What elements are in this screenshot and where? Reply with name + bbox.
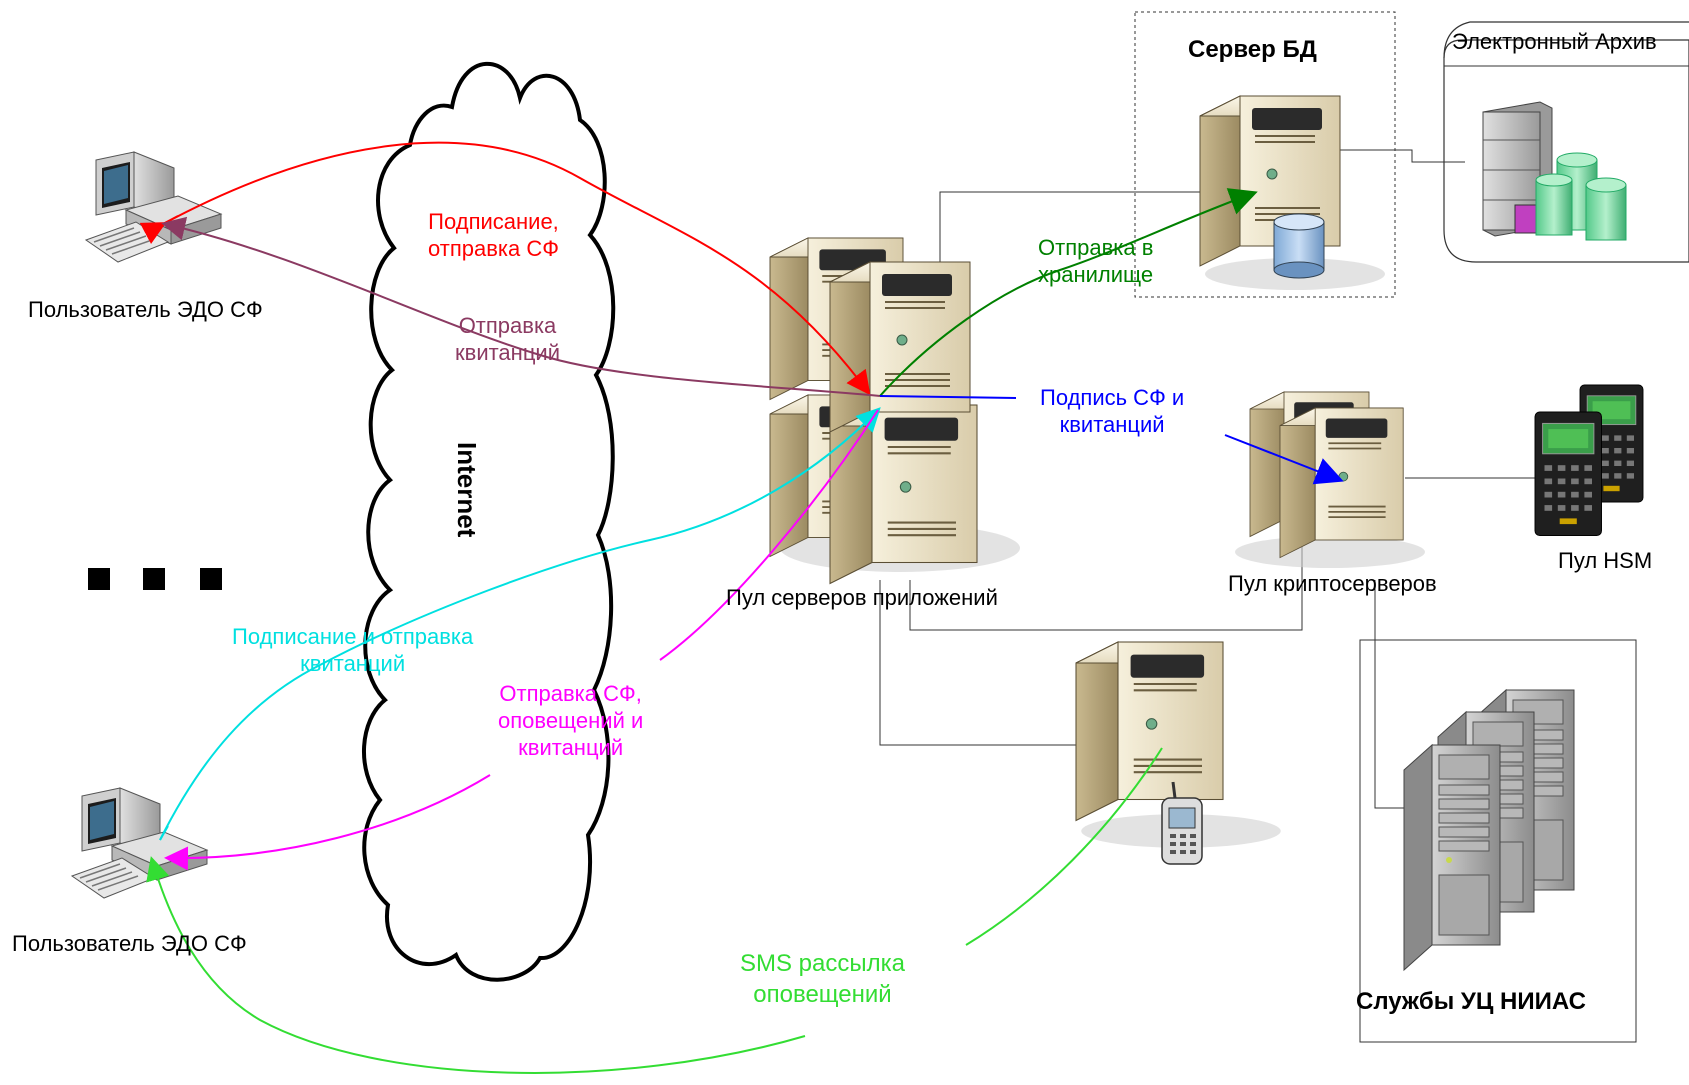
flow-storage xyxy=(879,188,1258,397)
flow-receipts-label: Отправка квитанций xyxy=(455,313,560,365)
ca-services-frame xyxy=(1359,639,1637,1043)
flow-send-notify-tail xyxy=(164,774,491,871)
link-app-sms xyxy=(879,580,1082,746)
flow-hsm-sign-arrow xyxy=(1224,434,1344,485)
flow-sms xyxy=(965,747,1163,946)
db-server-frame xyxy=(1134,11,1396,298)
flow-sms-tail xyxy=(146,856,806,1074)
desktop-computer-icon xyxy=(71,787,208,899)
flow-hsm-sign-label: Подпись СФ и квитанций xyxy=(1040,385,1185,437)
internet-label: Internet xyxy=(452,442,482,538)
link-db-archive xyxy=(1275,149,1465,163)
user-bottom-label: Пользователь ЭДО СФ xyxy=(12,931,247,956)
ellipsis-dot xyxy=(143,568,165,590)
archive-storage-icon xyxy=(1482,101,1627,241)
desktop-computer-icon xyxy=(85,151,222,263)
flow-sign-receipts-label: Подписание и отправка квитанций xyxy=(232,624,474,676)
archive-label: Электронный Архив xyxy=(1452,29,1657,54)
flow-storage-label: Отправка в хранилище xyxy=(1038,235,1154,287)
user-top-label: Пользователь ЭДО СФ xyxy=(28,297,263,322)
network-links xyxy=(879,149,1535,809)
db-server-label: Сервер БД xyxy=(1188,36,1317,63)
ca-services-label: Службы УЦ НИИАС xyxy=(1356,988,1586,1015)
server-icon xyxy=(1235,391,1425,568)
cloud-icon xyxy=(361,61,616,982)
archive-frame xyxy=(1443,39,1689,263)
link-app-crypto xyxy=(909,545,1303,631)
ellipsis-dot xyxy=(200,568,222,590)
flow-hsm-sign xyxy=(879,395,1017,399)
flow-receipts xyxy=(161,216,881,397)
rack-server-icon xyxy=(1403,689,1575,971)
archive-tab xyxy=(1443,21,1689,59)
hsm-device-icon xyxy=(1534,411,1602,536)
database-icon xyxy=(1273,213,1325,279)
flow-sign-send xyxy=(162,141,871,396)
server-icon xyxy=(769,237,1020,585)
flow-sign-send-label: Подписание, отправка СФ xyxy=(428,209,559,261)
flow-send-notify-label: Отправка СФ, оповещений и квитанций xyxy=(498,681,644,760)
crypto-pool-label: Пул криптосерверов xyxy=(1228,571,1437,596)
flow-sign-receipts-head xyxy=(159,825,169,841)
flow-sms-label: SMS рассылка оповещений xyxy=(740,950,905,1008)
flow-send-notify xyxy=(659,409,879,661)
hsm-pool-label: Пул HSM xyxy=(1558,548,1653,573)
flow-sign-receipts xyxy=(159,407,881,841)
app-pool-label: Пул серверов приложений xyxy=(726,585,998,610)
ellipsis-dot xyxy=(88,568,110,590)
mobile-phone-icon xyxy=(1161,781,1203,865)
